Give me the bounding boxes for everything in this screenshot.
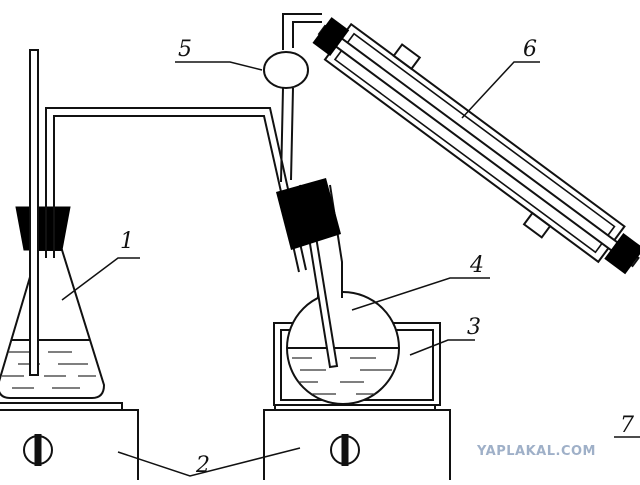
label-6: 6 bbox=[523, 37, 537, 62]
heater-left bbox=[0, 402, 139, 483]
condenser-stopper-top bbox=[312, 17, 350, 56]
label-5: 5 bbox=[178, 37, 192, 62]
label-4: 4 bbox=[469, 253, 484, 278]
erlenmeyer-stopper bbox=[15, 206, 71, 251]
label-7: 7 bbox=[620, 413, 634, 438]
heater-right bbox=[263, 402, 451, 483]
round-flask-liquid bbox=[287, 347, 399, 395]
erlenmeyer-inner-tube bbox=[29, 49, 39, 376]
erlenmeyer-flask bbox=[0, 206, 106, 399]
condenser-stopper-bottom bbox=[604, 233, 640, 275]
heater-left-knob-icon bbox=[23, 434, 53, 466]
condenser bbox=[312, 17, 640, 275]
bulb-tube bbox=[280, 13, 322, 183]
heater-right-knob-icon bbox=[330, 434, 360, 466]
condenser-outlet bbox=[522, 211, 552, 239]
label-1: 1 bbox=[120, 229, 134, 254]
label-3: 3 bbox=[467, 315, 481, 340]
bulb bbox=[263, 51, 309, 89]
condenser-inlet bbox=[392, 43, 422, 71]
label-2: 2 bbox=[195, 453, 210, 478]
leader-lines bbox=[61, 61, 540, 477]
connecting-tube bbox=[45, 107, 307, 273]
round-flask-stopper bbox=[276, 178, 341, 250]
watermark: YAPLAKAL.COM bbox=[476, 444, 596, 459]
